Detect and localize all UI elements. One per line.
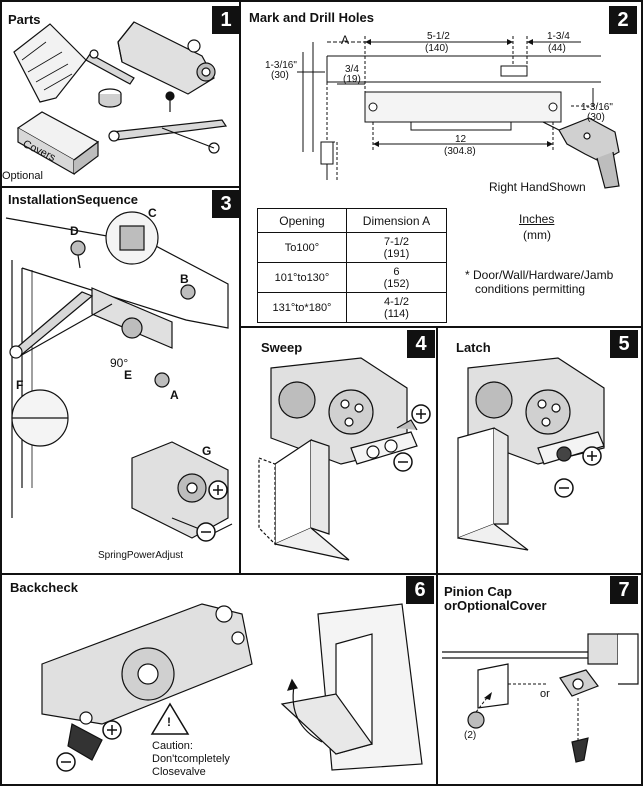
- panel-title: InstallationSequence: [8, 192, 139, 207]
- step-number: 4: [407, 330, 435, 358]
- metric-cell: (114): [384, 307, 409, 320]
- warning-triangle-icon: [150, 702, 190, 735]
- label-b: B: [180, 272, 189, 286]
- optional-label: Optional: [2, 170, 43, 182]
- warning-symbol: !: [167, 715, 171, 729]
- panel-title: Parts: [8, 12, 41, 27]
- panel-title: Latch: [456, 340, 491, 355]
- minus-icon: [393, 452, 413, 472]
- minus-icon: [554, 478, 574, 498]
- panel-title: Mark and Drill Holes: [249, 10, 374, 25]
- step-number: 6: [406, 576, 434, 604]
- units-inches: Inches: [519, 212, 555, 226]
- dimension-header: Dimension A: [345, 208, 448, 233]
- or-label: or: [540, 688, 550, 700]
- value-cell: 7-1/2: [383, 235, 410, 248]
- caution-line-2: Don'tcompletely: [152, 753, 230, 765]
- panel-title-line-1: Pinion Cap: [444, 584, 512, 599]
- step-number: 3: [212, 190, 240, 218]
- panel-parts: Parts 1: [2, 2, 240, 186]
- plus-icon: [411, 404, 431, 424]
- panel-mark-drill: Mark and Drill Holes 2: [241, 2, 641, 327]
- spring-power-caption: SpringPowerAdjust: [98, 550, 184, 561]
- plus-icon: [208, 480, 228, 500]
- minus-icon: [56, 752, 76, 772]
- latch-illustration: [457, 357, 605, 551]
- dim-small-value: 3/4: [345, 64, 359, 75]
- pinion-cap-illustration: [442, 633, 639, 763]
- label-c: C: [148, 206, 157, 220]
- panel-title: Backcheck: [10, 580, 78, 595]
- opening-cell: 101°to130°: [257, 262, 347, 293]
- count-label: (2): [464, 730, 477, 741]
- caution-line-1: Caution:: [152, 740, 193, 752]
- metric-cell: (152): [383, 277, 410, 290]
- dim-left-metric: (30): [271, 70, 289, 81]
- label-g: G: [202, 444, 212, 458]
- right-hand-shown-label: Right HandShown: [489, 180, 586, 194]
- dim-right-side-value: 1-3/16": [581, 102, 613, 113]
- caution-line-3: Closevalve: [152, 766, 206, 778]
- dim-bottom-metric: (304.8): [444, 146, 476, 157]
- dim-top-value: 5-1/2: [427, 31, 450, 42]
- step-number: 2: [609, 6, 637, 34]
- drill-template-diagram: [297, 36, 620, 189]
- step-number: 1: [212, 6, 240, 34]
- table-header-row: Opening Dimension A: [257, 208, 448, 233]
- value-cell: 4-1/2: [383, 295, 410, 308]
- minus-icon: [196, 522, 216, 542]
- angle-label: 90°: [110, 356, 129, 370]
- units-mm: (mm): [523, 228, 551, 242]
- dim-right-top-metric: (44): [548, 43, 566, 54]
- table-row: 131°to*180° 4-1/2(114): [257, 292, 448, 323]
- panel-title: Sweep: [261, 340, 303, 355]
- metric-cell: (191): [383, 247, 410, 260]
- panel-pinion-cap: Pinion Cap orOptionalCover 7 or (2): [438, 574, 641, 784]
- label-d: D: [70, 224, 79, 238]
- panel-latch: Latch 5: [438, 328, 641, 573]
- opening-header: Opening: [257, 208, 347, 233]
- step-number: 5: [610, 330, 638, 358]
- arm-part: [85, 49, 135, 85]
- dim-bottom-value: 12: [455, 134, 467, 145]
- backcheck-illustration: [41, 603, 423, 772]
- covers-part: [16, 111, 100, 176]
- table-row: 101°to130° 6(152): [257, 262, 448, 293]
- opening-cell: To100°: [257, 232, 347, 263]
- pinion-cap-part: [98, 88, 122, 108]
- dimension-table: Opening Dimension A To100° 7-1/2(191) 10…: [257, 208, 448, 323]
- dim-right-top-value: 1-3/4: [547, 31, 570, 42]
- label-a: A: [170, 388, 179, 402]
- dim-left-value: 1-3/16": [265, 60, 297, 71]
- installation-illustration: [5, 211, 233, 542]
- parts-illustration: [13, 21, 228, 176]
- label-f: F: [16, 378, 24, 392]
- opening-cell: 131°to*180°: [257, 292, 347, 323]
- plus-icon: [102, 720, 122, 740]
- value-cell: 6: [393, 265, 400, 278]
- drill-icon: [542, 117, 620, 189]
- screw-bag: [13, 23, 87, 103]
- dim-top-metric: (140): [425, 43, 449, 54]
- lower-arm-part: [108, 119, 228, 154]
- step-number: 7: [610, 576, 638, 604]
- screw-part: [165, 91, 175, 112]
- panel-backcheck: Backcheck 6 ! Caution: Don'tcompletely C…: [2, 574, 437, 784]
- dim-small-metric: (19): [343, 74, 361, 85]
- plus-icon: [582, 446, 602, 466]
- table-row: To100° 7-1/2(191): [257, 232, 448, 263]
- panel-title-line-2: orOptionalCover: [444, 598, 547, 613]
- label-e: E: [124, 368, 133, 382]
- note-line-2: conditions permitting: [475, 282, 586, 296]
- panel-sweep: Sweep 4: [241, 328, 437, 573]
- closer-body-part: [117, 21, 216, 95]
- sweep-illustration: [258, 357, 431, 561]
- note-line-1: * Door/Wall/Hardware/Jamb: [465, 268, 614, 282]
- panel-installation: InstallationSequence 3: [2, 188, 240, 573]
- dimension-a-label: A: [341, 33, 350, 47]
- dim-right-side-metric: (30): [587, 112, 605, 123]
